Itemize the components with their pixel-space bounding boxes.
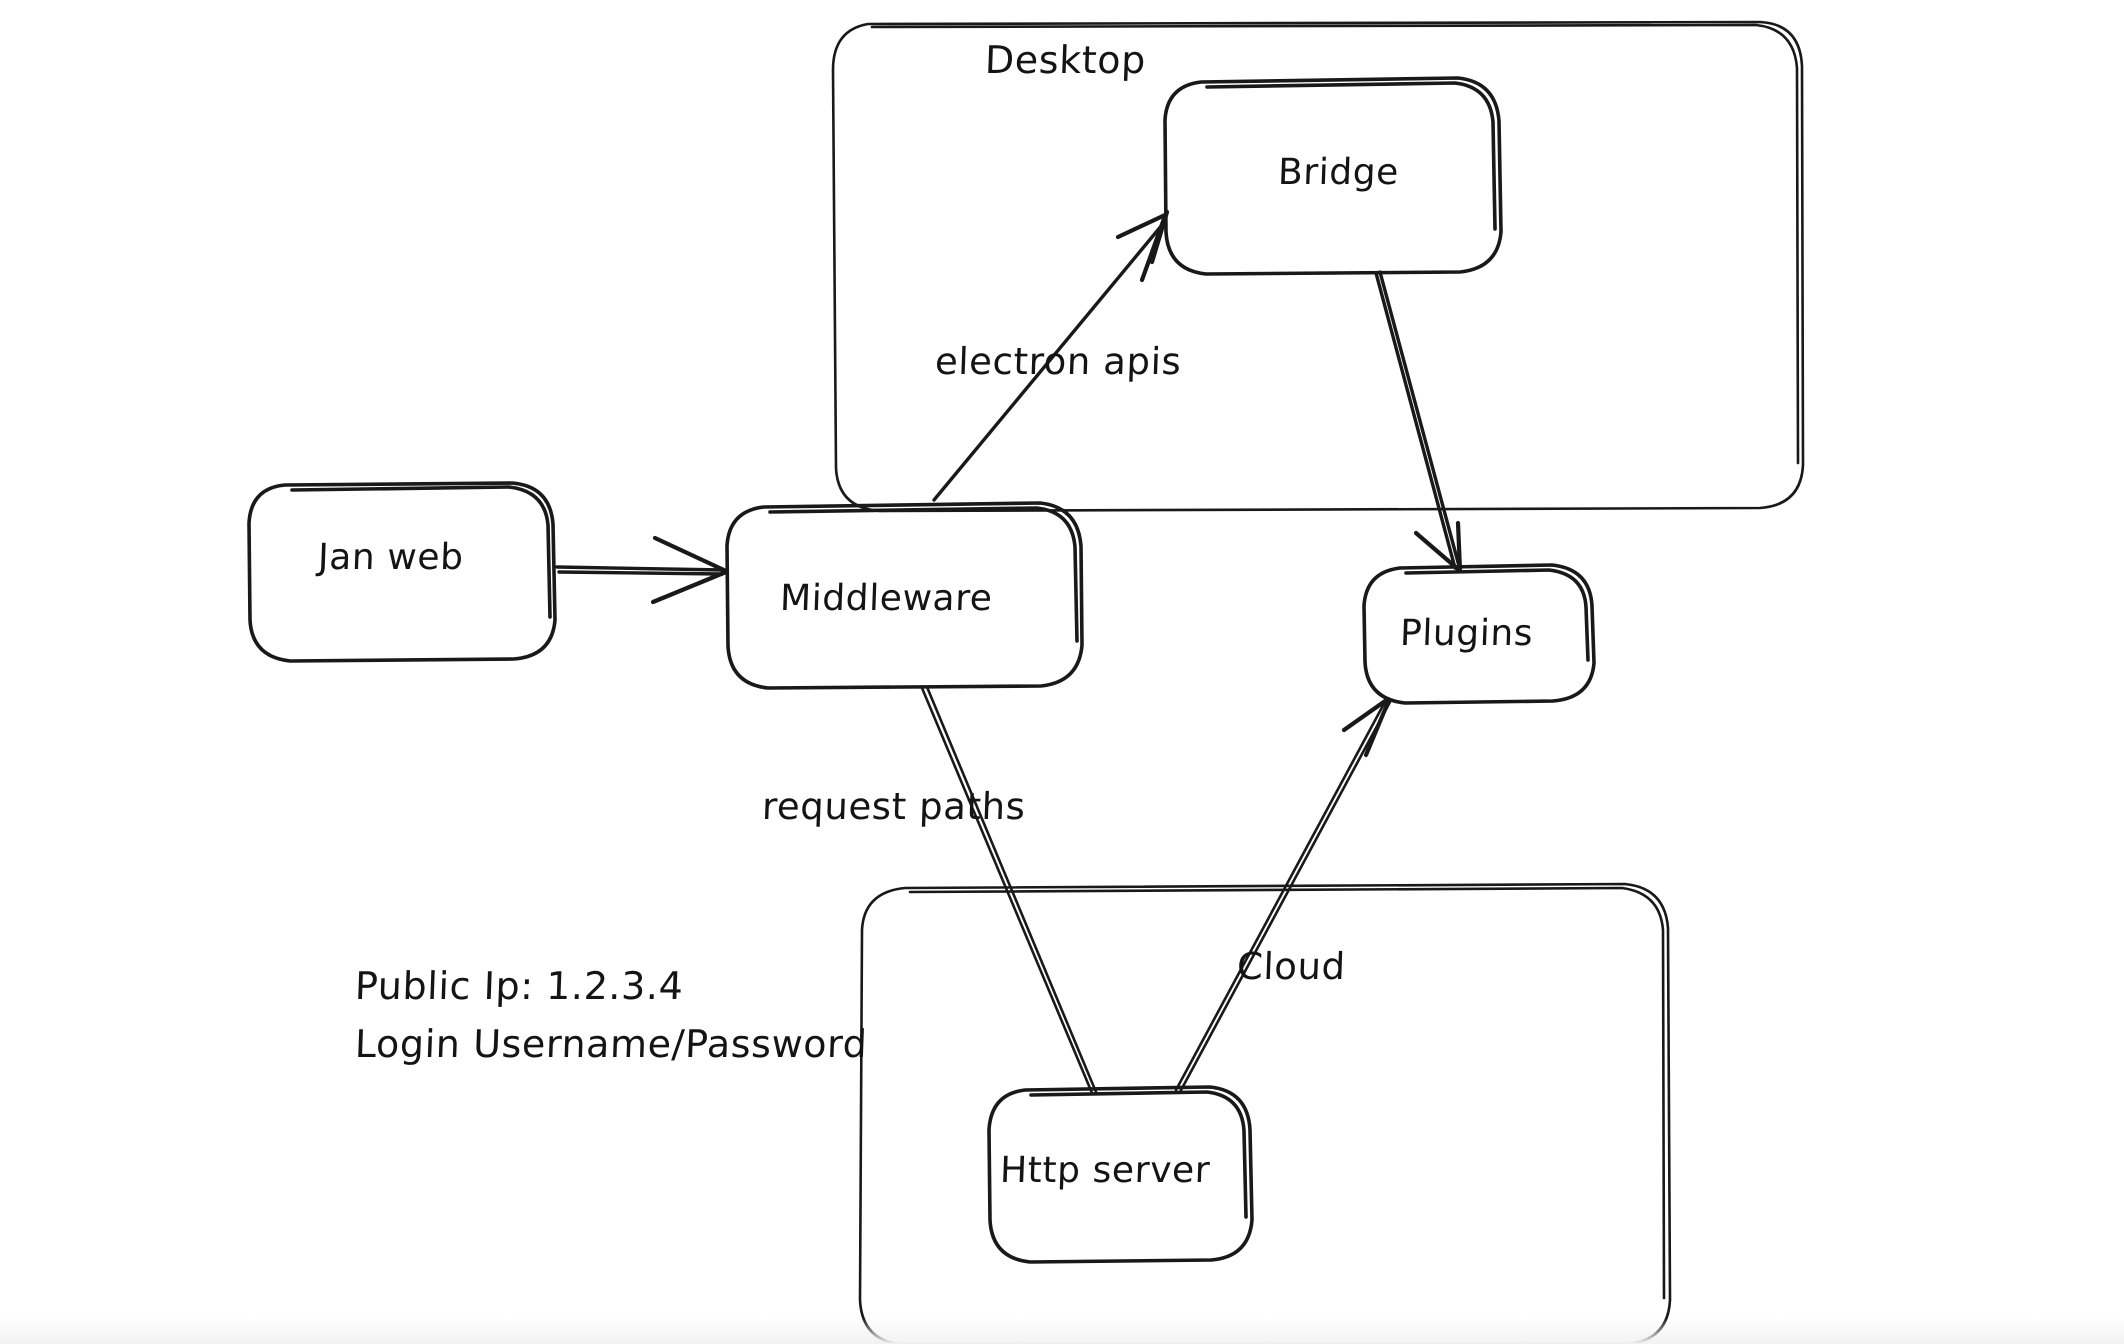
edge-middleware-to-bridge [932,209,1170,502]
node-label-middleware: Middleware [779,578,994,619]
group-desktop-outline [831,20,1805,513]
group-label-desktop: Desktop [984,38,1147,82]
note-login-credentials: Login Username/Password [354,1022,869,1066]
node-plugins-outline [1362,563,1596,705]
node-http-server-outline [987,1085,1254,1264]
edge-middleware-to-httpserver [920,685,1098,1095]
note-public-ip: Public Ip: 1.2.3.4 [354,964,685,1008]
node-label-http-server: Http server [999,1150,1211,1191]
edge-bridge-to-plugins [1374,270,1463,573]
edge-janweb-to-middleware [555,535,729,605]
node-label-plugins: Plugins [1399,613,1534,654]
bottom-fade-strip [0,1318,2124,1344]
node-jan-web-outline [247,481,557,663]
node-label-bridge: Bridge [1277,152,1400,193]
edge-label-cloud: Cloud [1236,945,1347,988]
node-bridge-outline [1163,76,1503,276]
group-server-outline [858,882,1672,1344]
node-label-jan-web: Jan web [317,537,465,578]
edge-label-electron-apis: electron apis [934,340,1183,383]
edge-label-request-paths: request paths [761,785,1027,828]
node-middleware-outline [725,501,1084,690]
edge-httpserver-to-plugins [1174,696,1392,1094]
